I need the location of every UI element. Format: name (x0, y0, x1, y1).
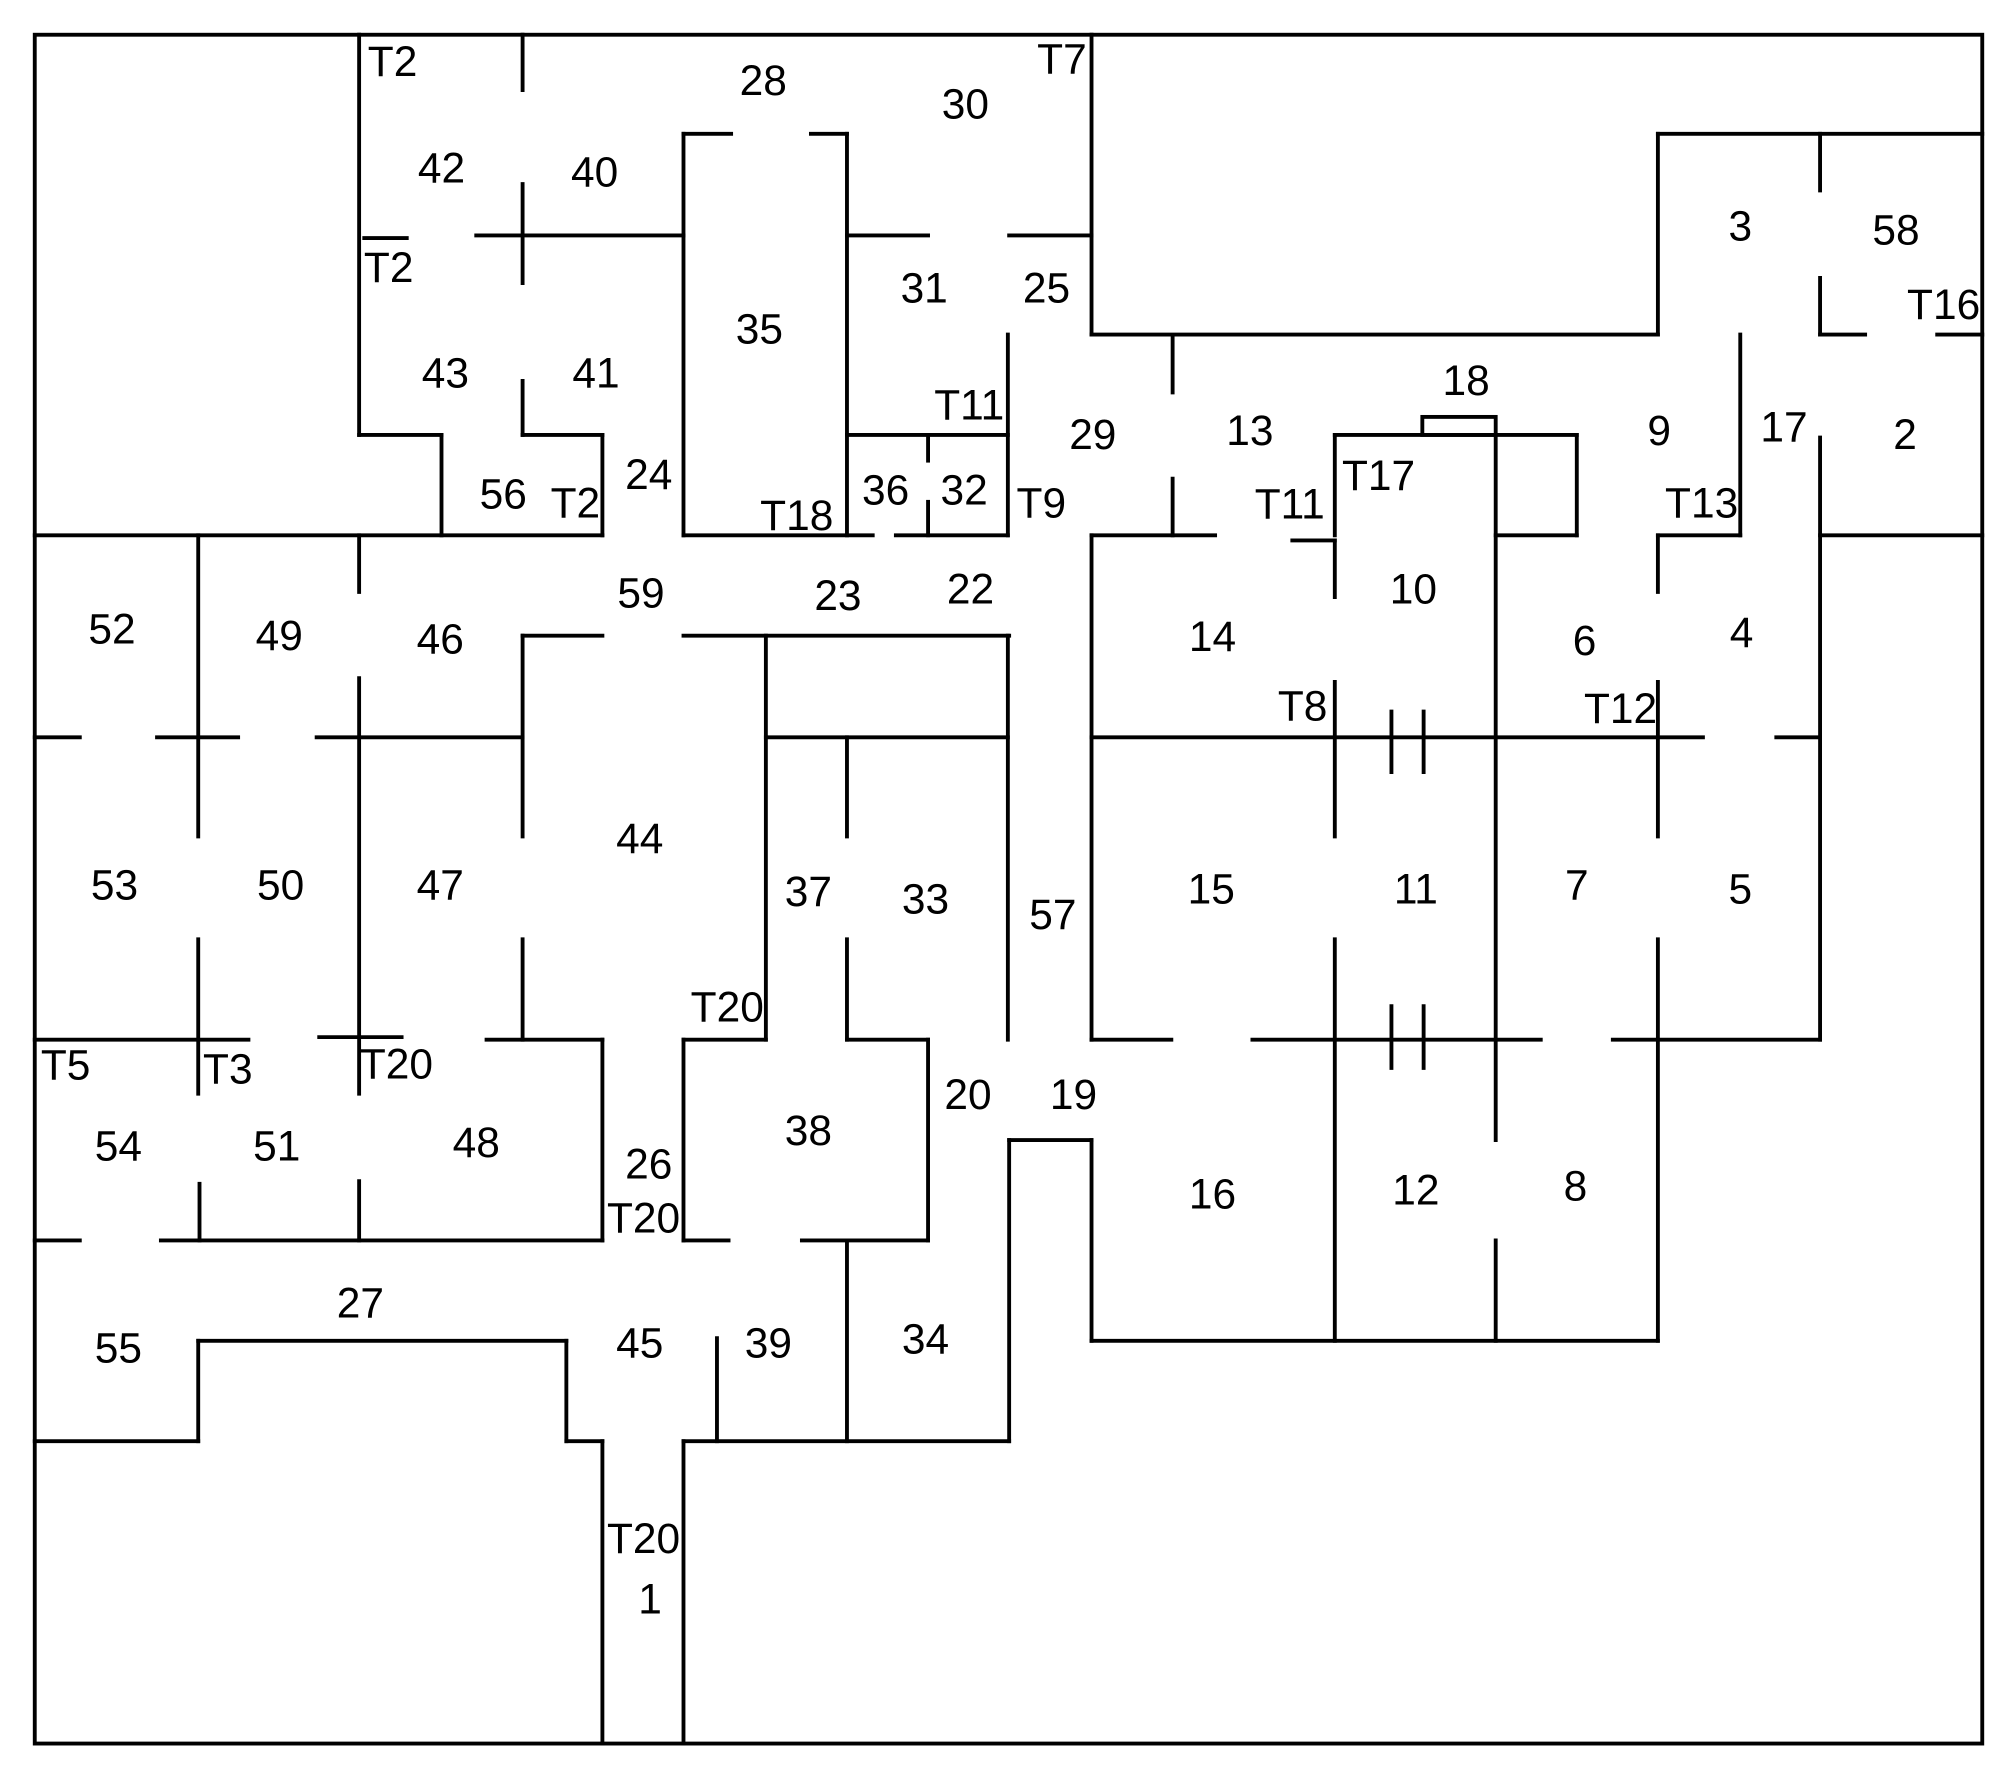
room-label-17: 17 (1760, 403, 1807, 450)
room-label-4: 4 (1730, 609, 1754, 656)
room-label-32: 32 (940, 466, 987, 513)
room-label-23: 23 (814, 572, 861, 619)
room-label-42: 42 (418, 145, 465, 192)
room-label-36: 36 (862, 466, 909, 513)
outer-wall (32, 32, 1985, 1746)
room-label-52: 52 (88, 605, 135, 652)
room-label-12: 12 (1392, 1166, 1439, 1213)
room-label-2: 2 (1893, 411, 1917, 458)
terminal-label-t9: T9 (1017, 479, 1067, 526)
room-label-19: 19 (1050, 1071, 1097, 1118)
room-label-1: 1 (638, 1576, 662, 1623)
room-label-28: 28 (740, 57, 787, 104)
room-label-33: 33 (902, 876, 949, 923)
room-label-27: 27 (337, 1280, 384, 1327)
room-label-16: 16 (1189, 1170, 1236, 1217)
terminal-label-t18: T18 (760, 492, 833, 539)
terminal-label-t20: T20 (691, 984, 764, 1031)
room-label-56: 56 (480, 470, 527, 517)
room-label-47: 47 (417, 861, 464, 908)
room-label-31: 31 (901, 264, 948, 311)
room-label-29: 29 (1069, 411, 1116, 458)
terminal-label-t2: T2 (364, 244, 414, 291)
room-label-11: 11 (1394, 865, 1438, 912)
room-label-14: 14 (1189, 613, 1236, 660)
room-label-5: 5 (1728, 865, 1752, 912)
terminal-label-t2: T2 (368, 38, 418, 85)
terminal-label-t13: T13 (1665, 479, 1738, 526)
terminal-label-t5: T5 (41, 1042, 91, 1089)
room-label-13: 13 (1226, 407, 1273, 454)
terminal-label-t11: T11 (1255, 481, 1325, 528)
terminal-label-t2: T2 (551, 479, 601, 526)
room-label-25: 25 (1023, 264, 1070, 311)
room-label-57: 57 (1029, 891, 1076, 938)
terminal-label-t17: T17 (1342, 452, 1415, 499)
terminal-label-t11: T11 (934, 381, 1004, 428)
room-label-41: 41 (572, 349, 619, 396)
room-label-40: 40 (571, 149, 618, 196)
terminal-label-t20: T20 (607, 1195, 680, 1242)
room-label-49: 49 (256, 612, 303, 659)
terminal-label-t3: T3 (203, 1045, 253, 1092)
room-label-46: 46 (417, 616, 464, 663)
room-label-45: 45 (616, 1320, 663, 1367)
terminal-label-t16: T16 (1907, 281, 1980, 328)
room-label-55: 55 (95, 1325, 142, 1372)
room-label-18: 18 (1442, 357, 1489, 404)
room-18-box (1420, 414, 1498, 437)
room-label-20: 20 (944, 1071, 991, 1118)
terminal-label-t7: T7 (1037, 35, 1087, 82)
room-label-8: 8 (1564, 1163, 1588, 1210)
terminal-label-t20: T20 (607, 1515, 680, 1562)
room-label-7: 7 (1565, 861, 1589, 908)
room-label-22: 22 (947, 565, 994, 612)
room-label-15: 15 (1188, 865, 1235, 912)
room-label-34: 34 (902, 1316, 949, 1363)
room-label-3: 3 (1728, 203, 1752, 250)
room-label-48: 48 (453, 1119, 500, 1166)
room-label-58: 58 (1872, 206, 1919, 253)
room-label-35: 35 (736, 306, 783, 353)
room-label-38: 38 (785, 1107, 832, 1154)
walls (32, 32, 1985, 1746)
room-label-51: 51 (253, 1123, 300, 1170)
room-label-37: 37 (785, 868, 832, 915)
room-label-26: 26 (625, 1141, 672, 1188)
terminal-label-t12: T12 (1584, 685, 1657, 732)
room-label-10: 10 (1390, 565, 1437, 612)
room-label-54: 54 (95, 1123, 142, 1170)
room-label-9: 9 (1647, 407, 1671, 454)
room-label-6: 6 (1573, 617, 1597, 664)
terminal-label-t20: T20 (360, 1040, 433, 1087)
terminal-label-t8: T8 (1278, 683, 1328, 730)
room-label-44: 44 (616, 815, 663, 862)
room-label-50: 50 (257, 861, 304, 908)
room-label-53: 53 (91, 861, 138, 908)
room-label-59: 59 (617, 569, 664, 616)
room-label-24: 24 (625, 451, 672, 498)
room-label-39: 39 (745, 1320, 792, 1367)
room-label-43: 43 (422, 349, 469, 396)
room-label-30: 30 (942, 80, 989, 127)
